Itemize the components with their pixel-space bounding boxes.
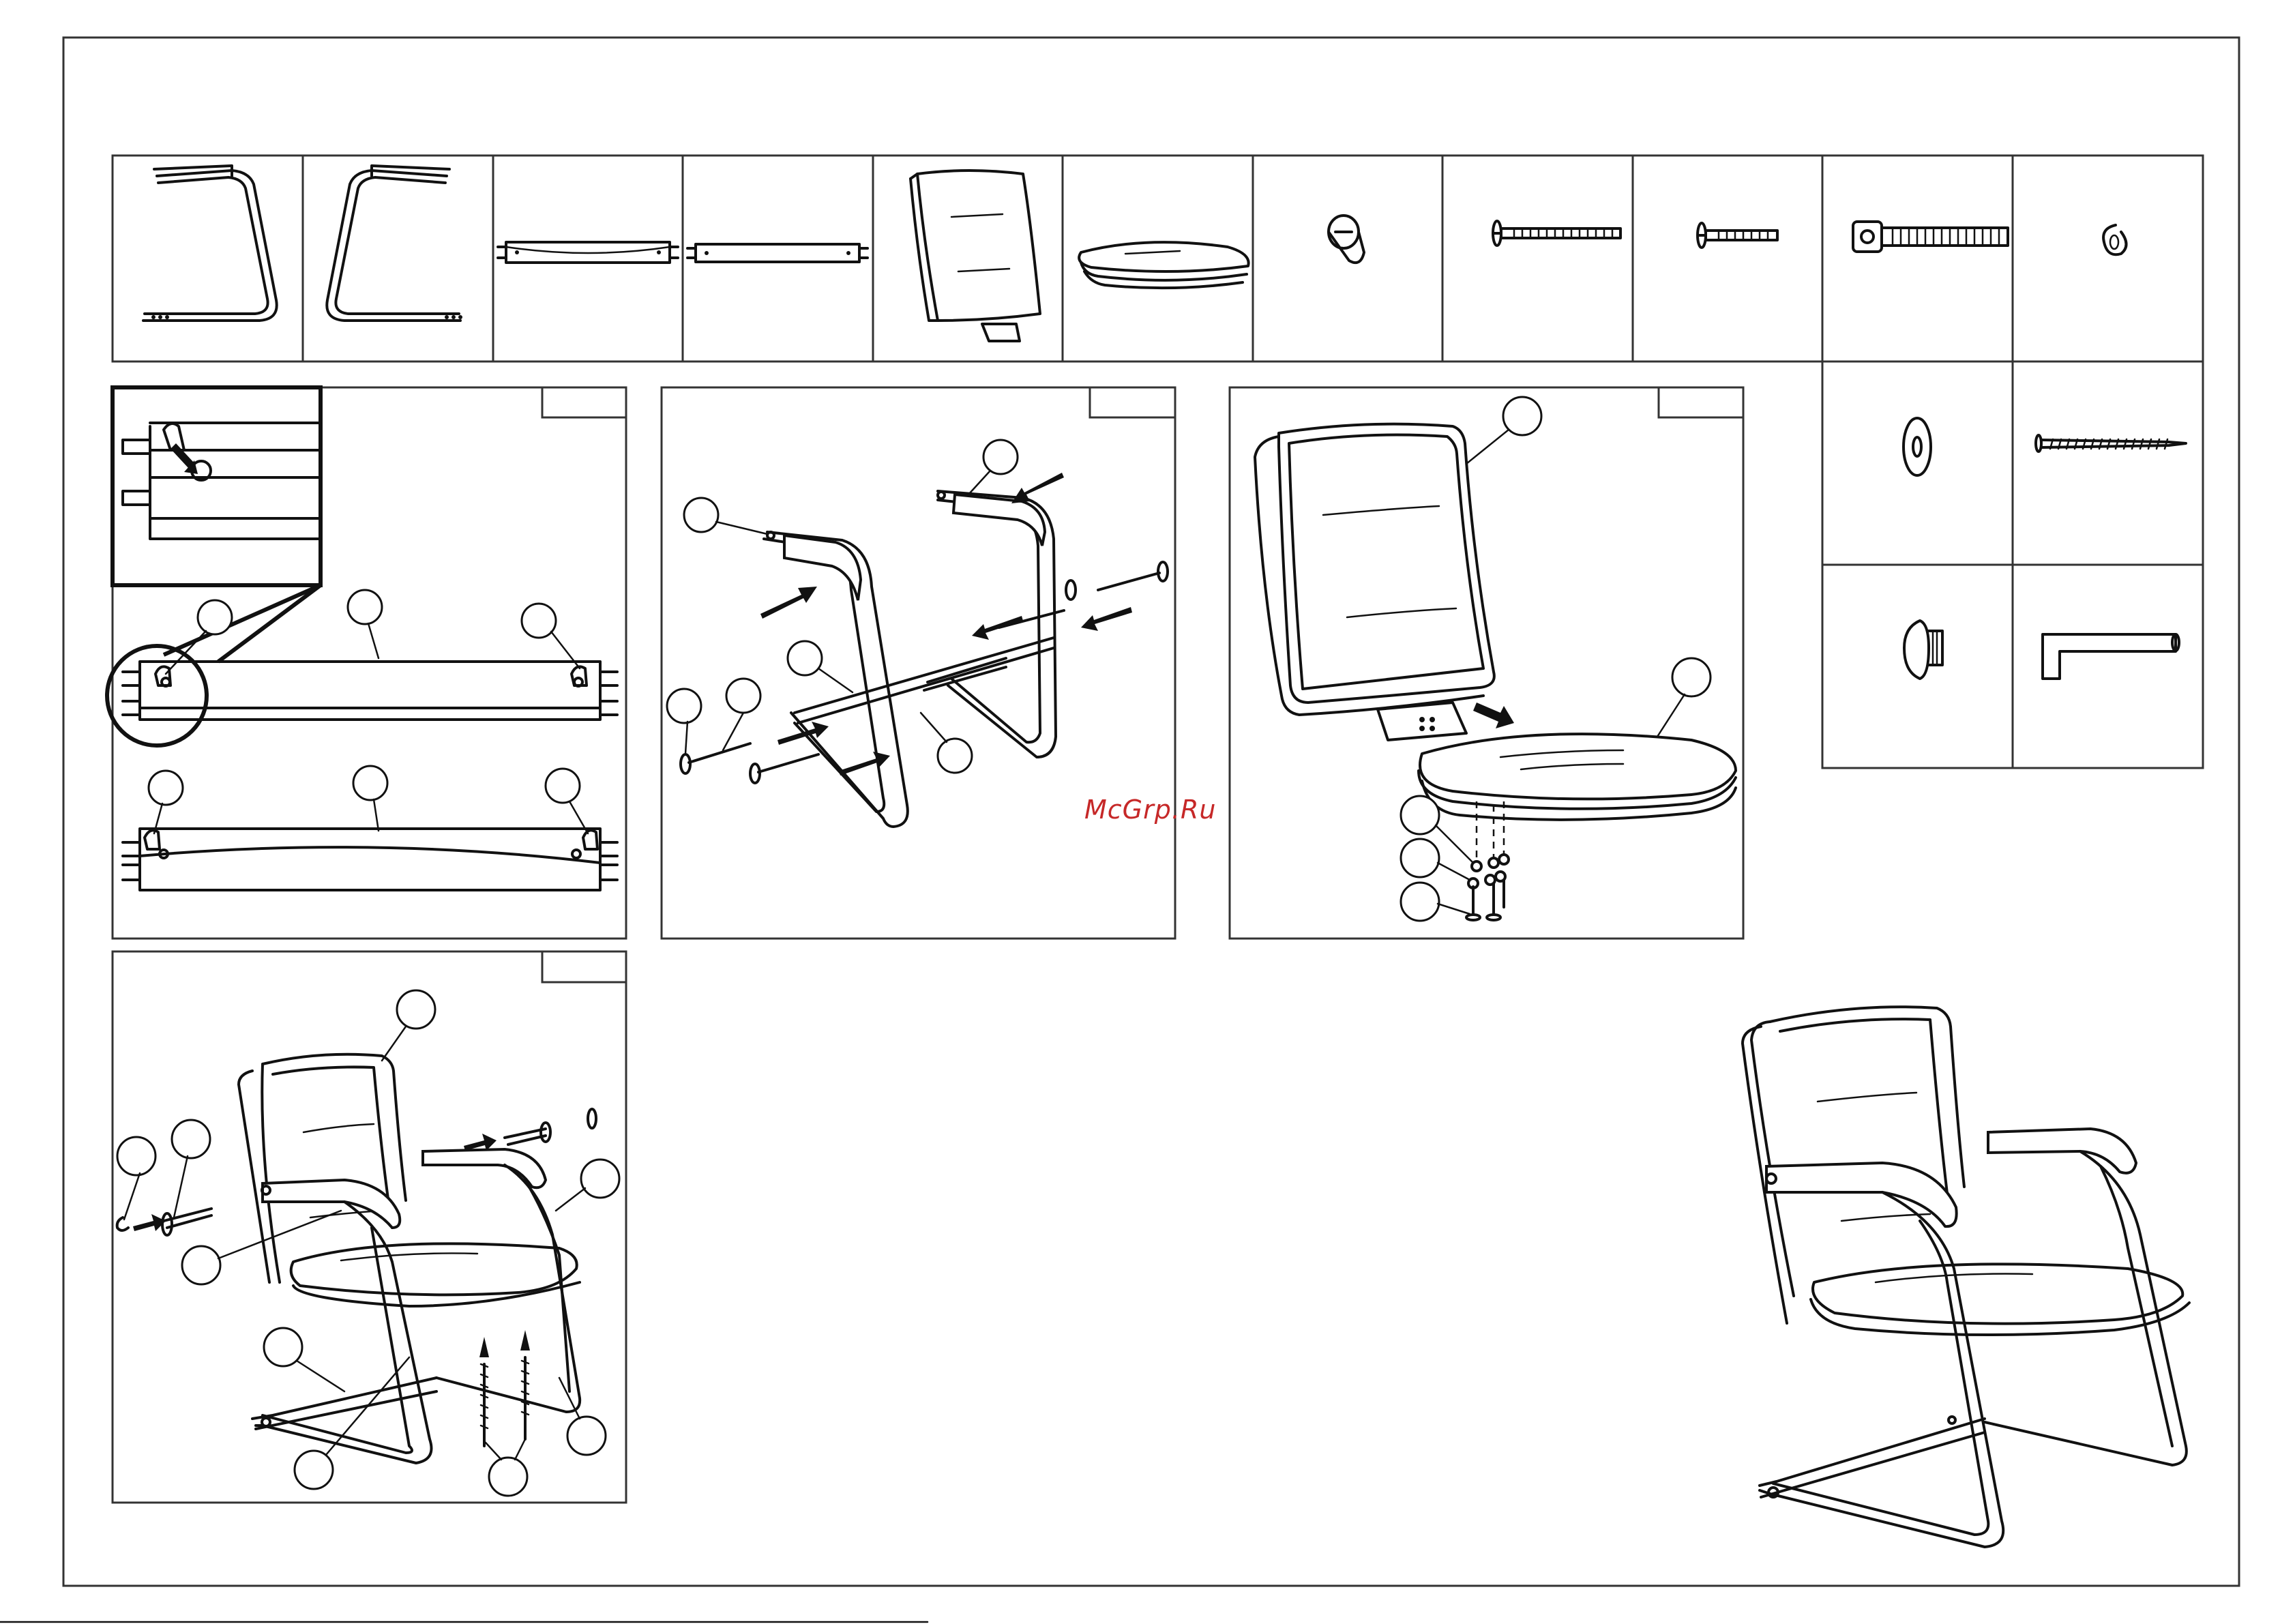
barrel-nut-icon (1329, 216, 1364, 263)
end-cap-icon (1904, 621, 1942, 679)
allen-key-icon (2043, 634, 2179, 679)
left-leg-frame-icon (143, 166, 277, 321)
front-crossbar-icon (498, 242, 678, 263)
right-leg-frame-icon (327, 166, 462, 321)
flat-washer-icon (1904, 418, 1931, 475)
spring-washer-icon (2103, 225, 2126, 254)
step-4-final-assembly (113, 951, 626, 1503)
long-bolt-icon (1493, 221, 1620, 246)
step-3-seat-back (1230, 387, 1743, 939)
detail-inset (113, 387, 321, 585)
seat-cushion-icon (1079, 242, 1248, 288)
parts-strip (113, 156, 2203, 768)
short-bolt-icon (1698, 223, 1777, 248)
watermark-text: McGrp.Ru (1084, 795, 1216, 825)
wood-screw-icon (2036, 435, 2186, 452)
rear-crossbar-icon (687, 244, 868, 262)
backrest-icon (910, 171, 1040, 341)
assembled-chair-icon (1743, 1007, 2189, 1547)
allen-bolt-icon (1853, 222, 2008, 252)
step-1-crossbars (107, 387, 626, 939)
step-2-frame (662, 387, 1175, 939)
